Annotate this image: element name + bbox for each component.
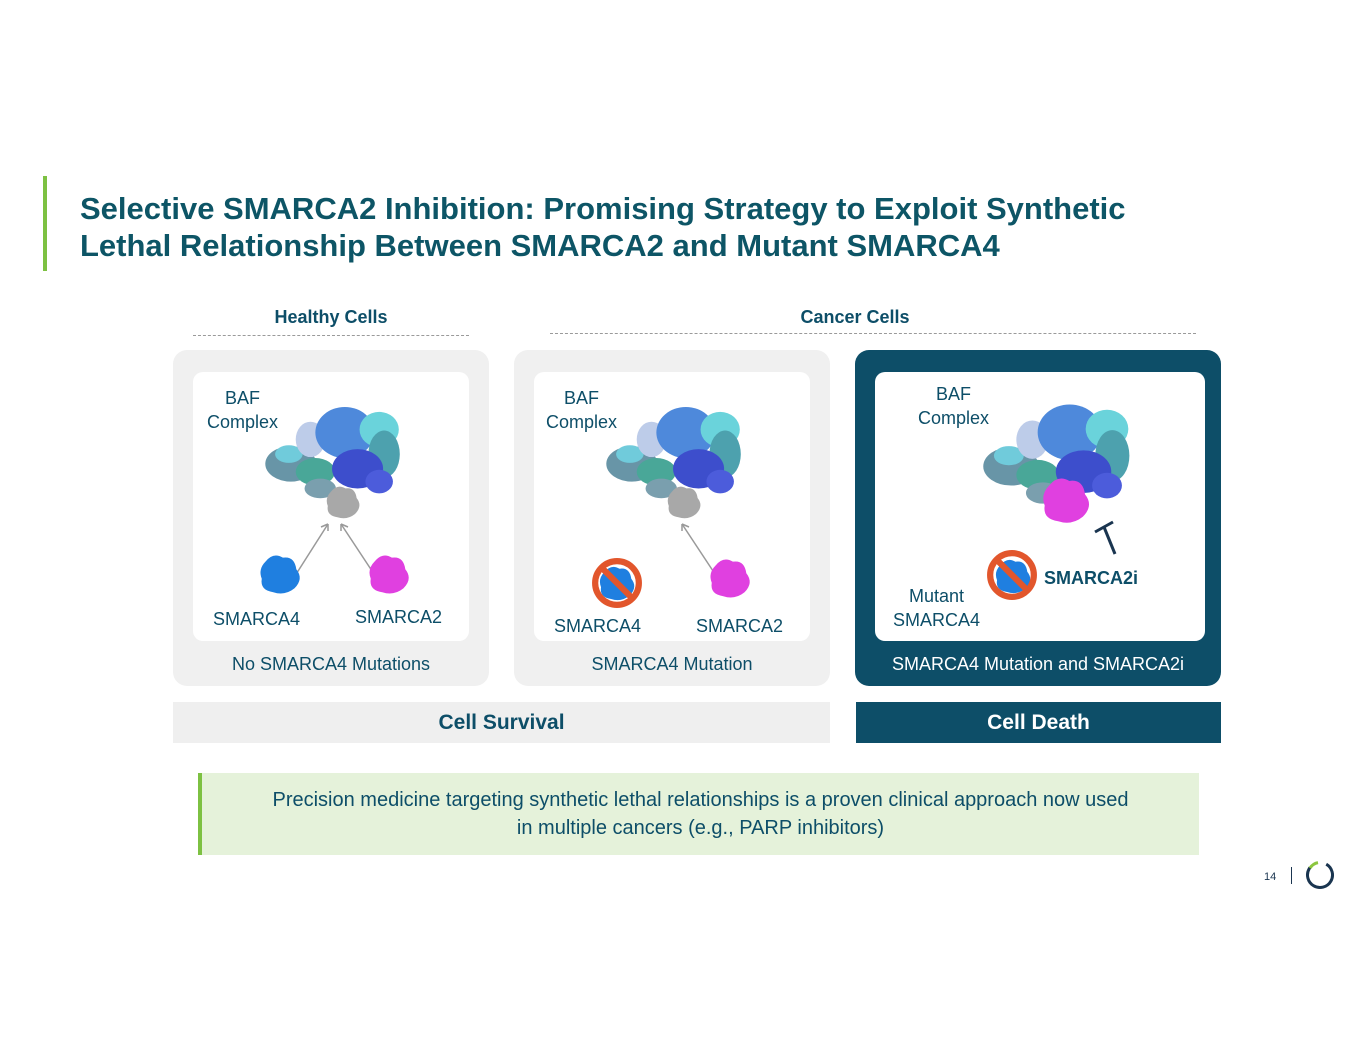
smarca2-label: SMARCA2: [355, 607, 443, 627]
smarca4-label: SMARCA4: [554, 616, 642, 636]
page-title: Selective SMARCA2 Inhibition: Promising …: [80, 190, 1126, 264]
divider: [193, 335, 469, 336]
section-cancer-cells: Cancer Cells: [800, 307, 910, 327]
smarca4-protein-icon: [256, 550, 304, 598]
section-healthy-cells: Healthy Cells: [274, 307, 388, 327]
arrow: [681, 523, 718, 578]
title-accent-bar: [43, 176, 47, 271]
title-line-2: Lethal Relationship Between SMARCA2 and …: [80, 228, 1000, 263]
inhibition-symbol-icon: [1094, 520, 1117, 555]
panel-caption: No SMARCA4 Mutations: [231, 654, 431, 674]
panel-caption: SMARCA4 Mutation: [591, 654, 753, 674]
smarca4-label: SMARCA4: [213, 609, 301, 629]
title-line-1: Selective SMARCA2 Inhibition: Promising …: [80, 191, 1126, 226]
company-logo-ring-icon: [1306, 861, 1334, 889]
prohibited-icon: [591, 557, 643, 609]
smarca2-label: SMARCA2: [696, 616, 784, 636]
callout-box: Precision medicine targeting synthetic l…: [198, 773, 1199, 855]
panel-caption: SMARCA4 Mutation and SMARCA2i: [891, 654, 1185, 674]
smarca2i-label: SMARCA2i: [1044, 568, 1139, 588]
smarca2-protein-icon: [706, 554, 754, 602]
smarca2-protein-icon: [365, 550, 413, 598]
callout-line-1: Precision medicine targeting synthetic l…: [272, 789, 1129, 811]
cell-death-bar: Cell Death: [856, 702, 1221, 743]
cell-survival-bar: Cell Survival: [173, 702, 830, 743]
arrows: [292, 523, 377, 580]
divider: [550, 333, 1196, 334]
prohibited-icon: [986, 549, 1038, 601]
callout-line-2: in multiple cancers (e.g., PARP inhibito…: [516, 817, 885, 839]
footer-separator: [1291, 867, 1292, 884]
page-number: 14: [1264, 871, 1277, 883]
